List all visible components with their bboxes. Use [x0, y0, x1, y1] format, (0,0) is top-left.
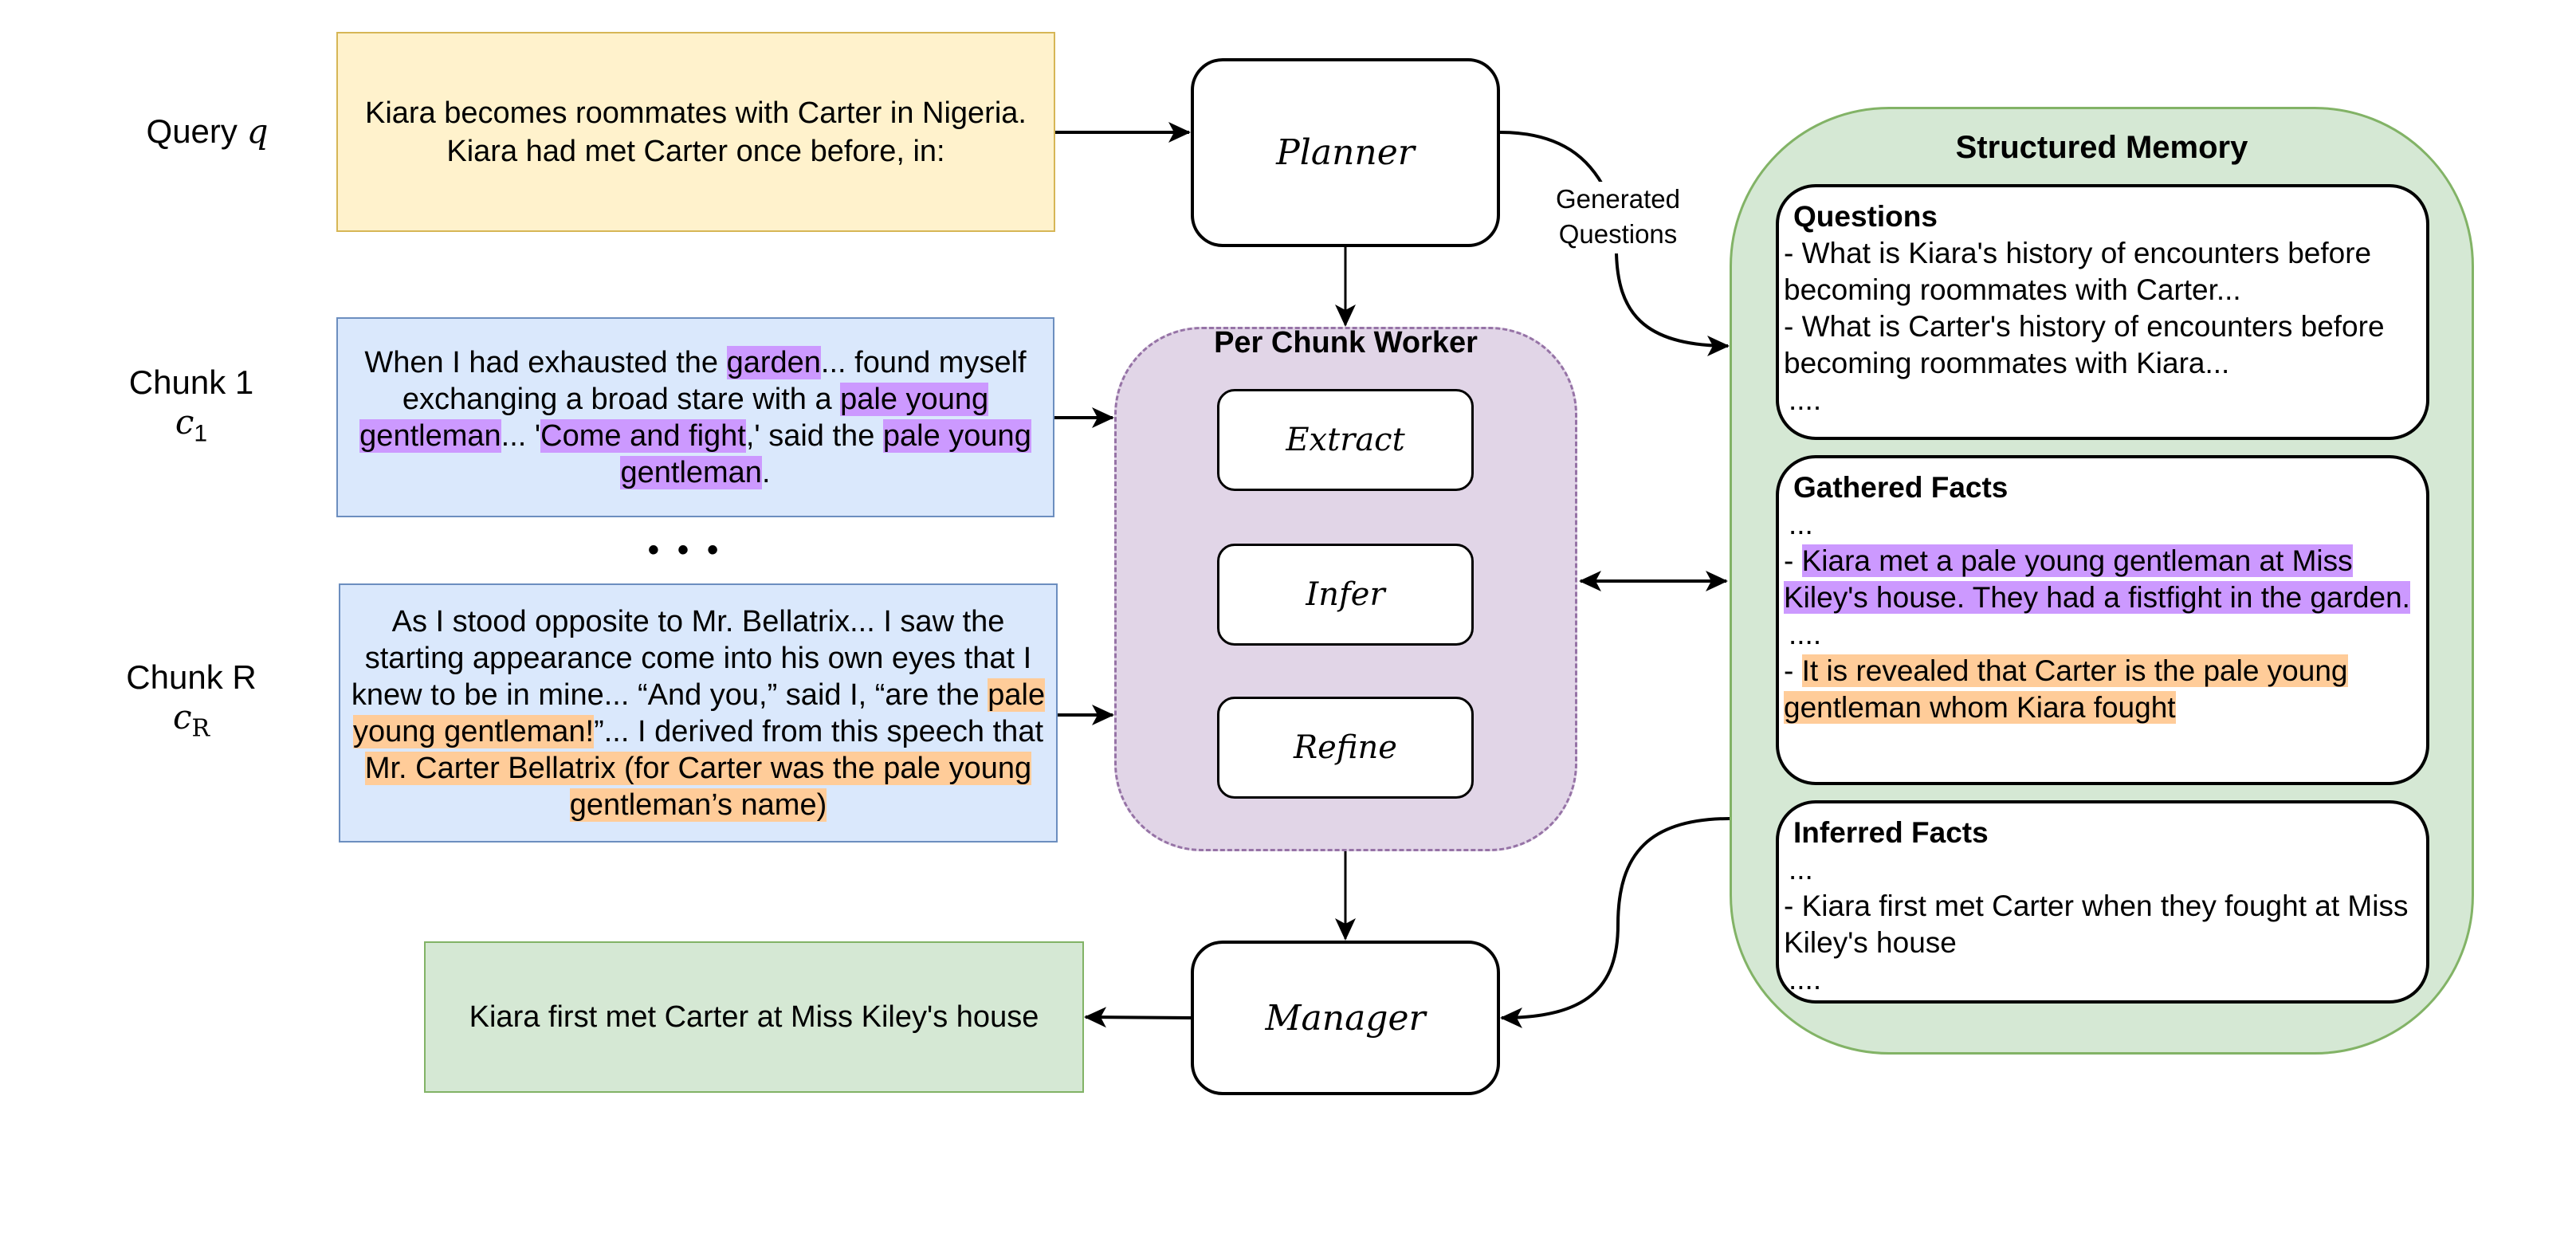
memory-questions-box: Questions - What is Kiara's history of e… — [1776, 184, 2429, 440]
query-symbol: q — [246, 112, 269, 151]
highlighted-span-orange: Mr. Carter Bellatrix (for Carter was the… — [364, 751, 1032, 822]
question-item: - What is Kiara's history of encounters … — [1784, 237, 2372, 306]
questions-heading: Questions — [1793, 200, 1938, 233]
chunk-1-box: When I had exhausted the garden... found… — [336, 317, 1054, 517]
fact-prefix: - — [1784, 544, 1802, 577]
refine-step: Refine — [1217, 697, 1474, 799]
planner-node: Planner — [1191, 58, 1500, 247]
fact-prefix: .... — [1789, 618, 1822, 650]
highlighted-span-purple: Come and fight — [540, 418, 746, 453]
chunk-1-label-text: Chunk 1 — [128, 363, 254, 401]
gathered-facts-list: ... - Kiara met a pale young gentleman a… — [1784, 506, 2421, 726]
question-item: - What is Carter's history of encounters… — [1784, 310, 2385, 379]
chunk-1-subscript: 1 — [194, 420, 208, 447]
gathered-ellipsis: .... — [1784, 616, 2421, 653]
arrow-memory-to-manager — [1500, 817, 1731, 1028]
planner-label: Planner — [1276, 132, 1415, 173]
fact-prefix: ... — [1789, 508, 1813, 540]
chunk-r-text: As I stood opposite to Mr. Bellatrix... … — [348, 603, 1048, 823]
text-span: ,' said the — [745, 418, 883, 453]
highlighted-fact-purple: Kiara met a pale young gentleman at Miss… — [1784, 544, 2410, 614]
gathered-fact-item: - Kiara met a pale young gentleman at Mi… — [1784, 543, 2421, 616]
inferred-ellipsis: .... — [1789, 963, 1822, 996]
edge-label-line-1: Generated — [1556, 184, 1680, 214]
inferred-facts-heading: Inferred Facts — [1793, 816, 1989, 849]
worker-title: Per Chunk Worker — [1214, 326, 1478, 359]
text-span: ... ' — [501, 418, 541, 453]
chunk-r-box: As I stood opposite to Mr. Bellatrix... … — [339, 583, 1058, 843]
ellipsis-more-chunks: • • • — [647, 532, 724, 568]
text-span: ... found myself exchanging a broad star… — [402, 345, 1027, 416]
chunk-r-label: Chunk R cR — [104, 658, 279, 748]
chunk-r-subscript: R — [191, 714, 210, 743]
query-box: Kiara becomes roommates with Carter in N… — [336, 32, 1055, 232]
arrow-manager-to-answer — [1084, 1007, 1192, 1028]
text-span: When I had exhausted the — [364, 345, 727, 379]
text-span: ”... I derived from this speech that — [594, 714, 1044, 748]
fact-prefix: - — [1784, 654, 1802, 687]
structured-memory-title: Structured Memory — [1955, 130, 2248, 165]
question-ellipsis: .... — [1789, 383, 1822, 416]
highlighted-span-purple: garden — [726, 345, 821, 379]
arrow-planner-to-memory — [1499, 131, 1728, 346]
edge-label-line-2: Questions — [1558, 219, 1678, 249]
chunk-1-label: Chunk 1 c1 — [104, 363, 279, 454]
manager-node: Manager — [1191, 941, 1500, 1095]
infer-step: Infer — [1217, 544, 1474, 646]
refine-label: Refine — [1294, 729, 1397, 766]
gathered-facts-heading: Gathered Facts — [1793, 471, 2009, 504]
gathered-ellipsis: ... — [1784, 506, 2421, 543]
query-line-1: Kiara becomes roommates with Carter in N… — [365, 96, 1027, 130]
answer-text: Kiara first met Carter at Miss Kiley's h… — [469, 1000, 1039, 1034]
chunk-r-symbol: c — [172, 697, 192, 736]
infer-label: Infer — [1306, 576, 1385, 613]
inferred-fact-item: - Kiara first met Carter when they fough… — [1784, 890, 2409, 959]
highlighted-fact-orange: It is revealed that Carter is the pale y… — [1784, 654, 2348, 724]
memory-inferred-facts-box: Inferred Facts ... - Kiara first met Car… — [1776, 800, 2429, 1004]
answer-box: Kiara first met Carter at Miss Kiley's h… — [424, 941, 1084, 1093]
chunk-1-text: When I had exhausted the garden... found… — [346, 344, 1045, 491]
chunk-r-label-text: Chunk R — [126, 658, 257, 696]
extract-label: Extract — [1286, 422, 1405, 458]
text-span: . — [761, 455, 771, 489]
text-span: As I stood opposite to Mr. Bellatrix... … — [351, 604, 1032, 712]
gathered-fact-item: - It is revealed that Carter is the pale… — [1784, 653, 2421, 726]
memory-gathered-facts-box: Gathered Facts ... - Kiara met a pale yo… — [1776, 455, 2429, 785]
extract-step: Extract — [1217, 389, 1474, 491]
query-label-text: Query — [146, 112, 238, 150]
query-line-2: Kiara had met Carter once before, in: — [446, 134, 945, 168]
inferred-ellipsis: ... — [1789, 853, 1813, 886]
query-label: Query q — [120, 112, 295, 151]
chunk-1-symbol: c — [175, 403, 194, 442]
generated-questions-label: Generated Questions — [1538, 182, 1698, 252]
manager-label: Manager — [1265, 997, 1426, 1039]
